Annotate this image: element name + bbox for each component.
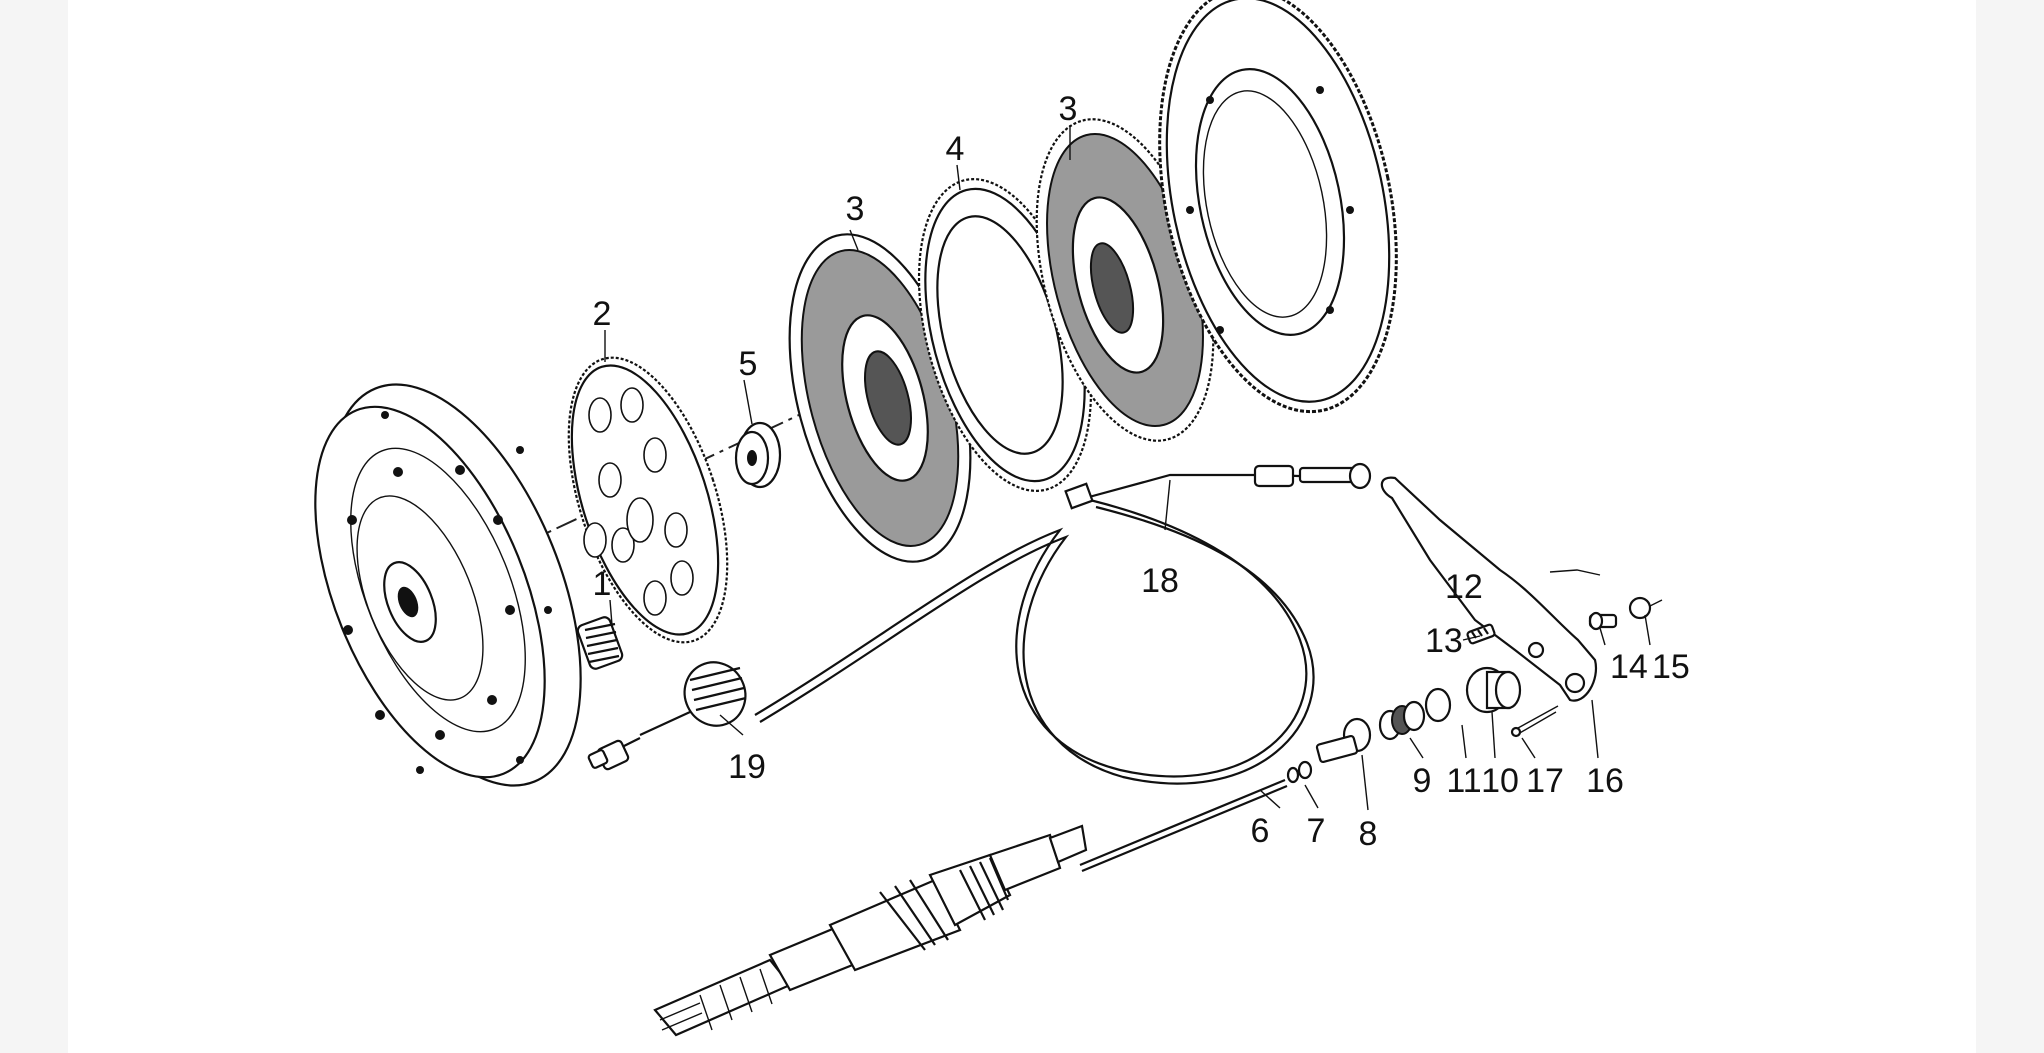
callout-15: 15: [1652, 648, 1690, 686]
callout-9: 9: [1413, 762, 1432, 800]
release-lever: [1380, 476, 1598, 702]
callout-18: 18: [1141, 562, 1179, 600]
callout-7: 7: [1307, 812, 1326, 850]
pushrod-piston: [1315, 717, 1372, 764]
callout-3-rear: 3: [1059, 90, 1078, 128]
callout-5: 5: [739, 345, 758, 383]
callout-12: 12: [1445, 568, 1483, 606]
drive-plate: [567, 356, 729, 644]
lever-nut: [1628, 596, 1663, 620]
washer-set: [1378, 700, 1426, 741]
callout-10: 10: [1481, 762, 1519, 800]
right-margin-shade: [1976, 0, 2044, 1053]
callout-4: 4: [946, 130, 965, 168]
callout-19: 19: [728, 748, 766, 786]
callout-6: 6: [1251, 812, 1270, 850]
callout-11: 11: [1446, 762, 1481, 800]
friction-disc-front: [788, 233, 972, 563]
release-bearing: [1465, 666, 1522, 714]
flywheel: [314, 383, 582, 787]
callout-1: 1: [593, 565, 612, 603]
callout-17: 17: [1526, 762, 1564, 800]
lever-bolt: [1588, 611, 1618, 631]
callout-13: 13: [1425, 622, 1463, 660]
cotter-pin: [1510, 705, 1559, 738]
o-ring: [1424, 687, 1452, 723]
starter-ring-gear: [1158, 0, 1398, 414]
pushrod-ends: [1286, 760, 1313, 784]
callout-8: 8: [1359, 815, 1378, 853]
leader-lines: [604, 125, 1651, 811]
clutch-cable: [754, 462, 1372, 785]
clutch-spring: [576, 616, 624, 670]
gearbox-mainshaft: [653, 824, 1088, 1037]
clutch-pushrod: [1079, 778, 1288, 873]
callout-14: 14: [1610, 648, 1648, 686]
cable-adjuster: [587, 661, 747, 771]
left-margin-shade: [0, 0, 68, 1053]
lever-spring: [1466, 623, 1496, 645]
callout-2: 2: [593, 295, 612, 333]
callout-16: 16: [1586, 762, 1624, 800]
callout-3-front: 3: [846, 190, 865, 228]
pilot-bushing: [734, 421, 782, 489]
